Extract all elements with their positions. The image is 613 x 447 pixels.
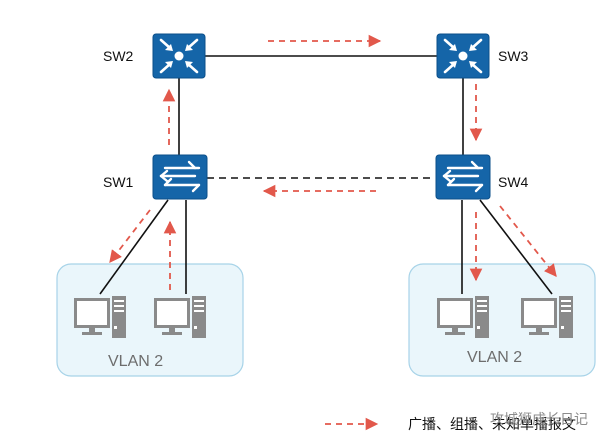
- watermark-text: 攻城狮成长日记: [490, 412, 588, 428]
- sw2-label: SW2: [103, 48, 134, 64]
- sw3-icon[interactable]: [435, 32, 491, 80]
- vlan-right-area: [408, 263, 596, 377]
- sw2-icon[interactable]: [151, 32, 207, 80]
- traffic-arrows: [109, 34, 557, 290]
- vlan-left-label: VLAN 2: [108, 353, 163, 370]
- link-sw1-pc1: [99, 199, 169, 295]
- vlan-left-area: [56, 263, 244, 377]
- sw4-label: SW4: [498, 174, 529, 190]
- sw3-label: SW3: [498, 48, 529, 64]
- sw4-icon[interactable]: [434, 153, 492, 201]
- legend-label: 广播、组播、未知单播报文: [408, 416, 576, 433]
- sw1-icon[interactable]: [151, 153, 209, 201]
- arrow-sw4-to-pc4: [499, 205, 557, 277]
- link-sw4-pc4: [479, 199, 553, 295]
- sw1-label: SW1: [103, 174, 134, 190]
- links: [99, 55, 553, 295]
- arrow-sw1-to-pc1: [109, 209, 151, 263]
- vlan-right-label: VLAN 2: [467, 349, 522, 366]
